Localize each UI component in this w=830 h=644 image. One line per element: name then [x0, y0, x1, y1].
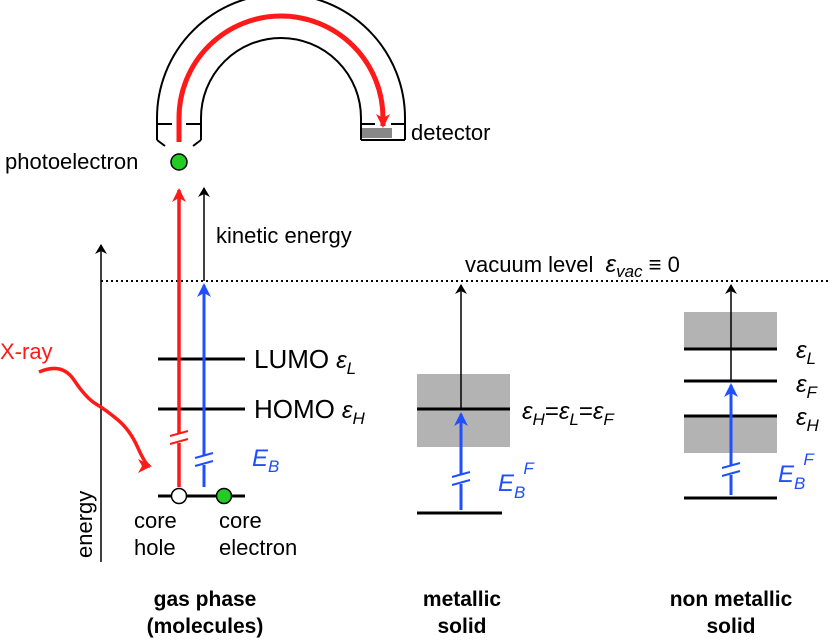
- photoelectron-dot: [170, 153, 188, 171]
- metal-fermi-label: εH=εL=εF: [522, 398, 615, 429]
- metal-binding-label: EBF: [498, 459, 535, 502]
- nonmetal-fermi-label: εF: [796, 371, 819, 402]
- electron-trajectory: [176, 13, 390, 142]
- analyzer: [156, 0, 406, 147]
- vacuum-level-label: vacuum level εvac ≡ 0: [465, 251, 680, 281]
- nonmetal-lumo-label: εL: [796, 337, 816, 368]
- photoelectron-label: photoelectron: [5, 149, 138, 174]
- gas-phase-caption: gas phase(molecules): [147, 588, 264, 638]
- nonmetal-homo-label: εH: [796, 404, 820, 435]
- energy-axis-label: energy: [72, 491, 97, 558]
- binding-energy-label: EB: [252, 445, 279, 476]
- xray-wave: [38, 366, 152, 473]
- detector-label: detector: [411, 120, 491, 145]
- detector-plate: [362, 128, 392, 138]
- xray-label: X-ray: [0, 339, 53, 364]
- core-hole: [170, 487, 188, 505]
- nonmetal-binding-label: EBF: [778, 450, 815, 493]
- core-electron: [215, 487, 233, 505]
- kinetic-energy-label: kinetic energy: [216, 223, 352, 248]
